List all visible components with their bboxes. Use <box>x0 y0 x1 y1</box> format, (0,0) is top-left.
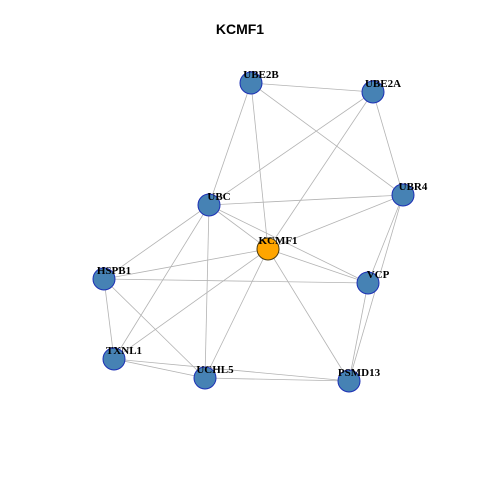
edge-kcmf1-psmd13 <box>267 248 350 382</box>
edge-ube2a-ubc <box>208 91 374 206</box>
node-circle[interactable] <box>391 183 415 207</box>
edge-kcmf1-vcp <box>267 248 369 284</box>
node-circle[interactable] <box>197 193 221 217</box>
edge-ube2b-ubr4 <box>250 82 404 196</box>
node-ube2b[interactable]: UBE2B <box>239 69 279 95</box>
node-label: TXNL1 <box>106 345 142 357</box>
node-circle[interactable] <box>193 366 217 390</box>
edge-kcmf1-uchl5 <box>204 248 269 379</box>
node-ube2a[interactable]: UBE2A <box>361 78 401 104</box>
node-circle[interactable] <box>256 237 280 261</box>
node-ubr4[interactable]: UBR4 <box>391 181 428 207</box>
node-label: VCP <box>367 269 390 281</box>
edge-ubc-hspb1 <box>103 204 210 280</box>
node-label: UCHL5 <box>196 364 234 376</box>
node-label: UBC <box>207 191 230 203</box>
edge-ubc-kcmf1 <box>208 204 269 250</box>
edge-ube2b-ubc <box>208 82 252 206</box>
edge-ubr4-vcp <box>367 194 404 284</box>
edge-hspb1-vcp <box>103 278 369 284</box>
node-label: UBR4 <box>399 181 428 193</box>
edge-ubc-uchl5 <box>204 204 210 379</box>
edge-ubc-vcp <box>208 204 369 284</box>
node-circle[interactable] <box>337 369 361 393</box>
node-label: UBE2A <box>365 78 401 90</box>
node-ubc[interactable]: UBC <box>197 191 231 217</box>
edge-uchl5-psmd13 <box>204 377 350 382</box>
edge-ubc-ubr4 <box>208 194 404 206</box>
node-uchl5[interactable]: UCHL5 <box>193 364 234 390</box>
node-hspb1[interactable]: HSPB1 <box>92 265 131 291</box>
node-label: UBE2B <box>243 69 279 81</box>
edge-layer <box>103 82 404 382</box>
edge-ube2a-kcmf1 <box>267 91 374 250</box>
edge-hspb1-txnl1 <box>103 278 115 360</box>
node-psmd13[interactable]: PSMD13 <box>337 367 381 393</box>
node-circle[interactable] <box>356 271 380 295</box>
edge-ube2a-ubr4 <box>372 91 404 196</box>
node-circle[interactable] <box>361 80 385 104</box>
node-label: HSPB1 <box>97 265 131 277</box>
node-label: PSMD13 <box>338 367 381 379</box>
node-vcp[interactable]: VCP <box>356 269 390 295</box>
edge-kcmf1-hspb1 <box>103 248 269 280</box>
edge-ube2b-kcmf1 <box>250 82 269 250</box>
node-circle[interactable] <box>102 347 126 371</box>
edge-txnl1-psmd13 <box>113 358 350 382</box>
node-circle[interactable] <box>239 71 263 95</box>
graph-title: KCMF1 <box>215 21 265 37</box>
edge-kcmf1-txnl1 <box>113 248 269 360</box>
node-kcmf1[interactable]: KCMF1 <box>256 235 298 261</box>
edge-vcp-psmd13 <box>348 282 369 382</box>
edge-ubr4-kcmf1 <box>267 194 404 250</box>
edge-hspb1-uchl5 <box>103 278 206 379</box>
edge-ube2b-ube2a <box>250 82 374 93</box>
node-circle[interactable] <box>92 267 116 291</box>
edge-txnl1-uchl5 <box>113 358 206 379</box>
edge-ubc-txnl1 <box>113 204 210 360</box>
node-txnl1[interactable]: TXNL1 <box>102 345 142 371</box>
node-label: KCMF1 <box>258 235 297 247</box>
